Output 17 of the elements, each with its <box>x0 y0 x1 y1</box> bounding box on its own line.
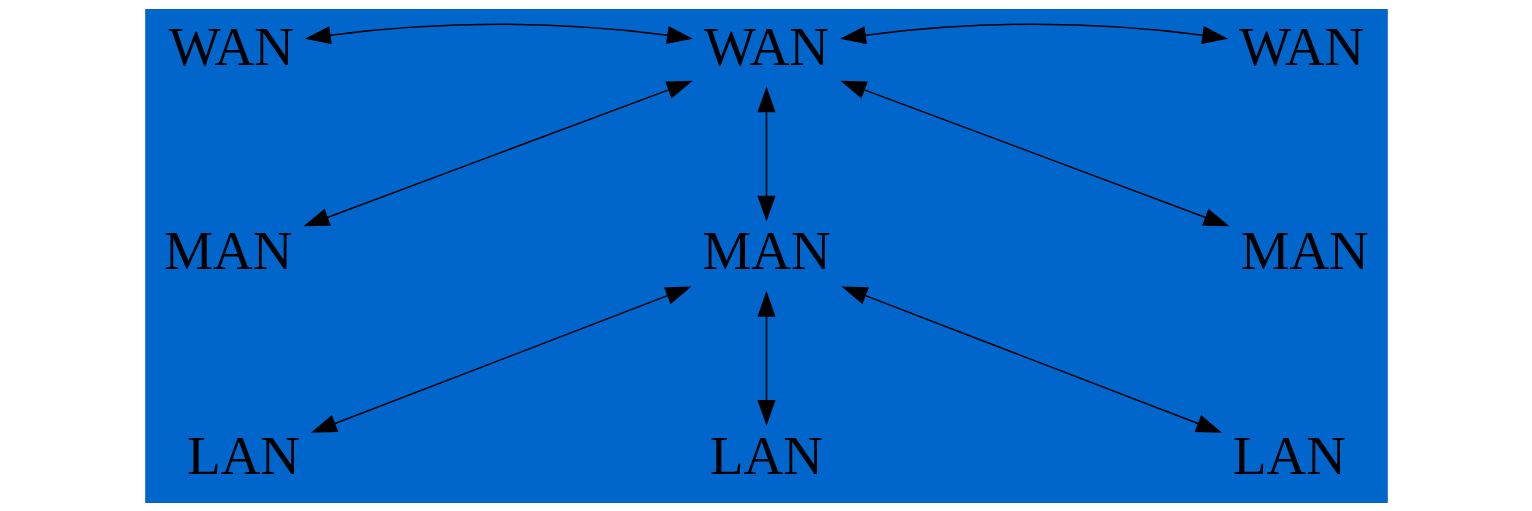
arrow <box>839 80 1230 226</box>
node-text: WAN <box>1238 15 1364 77</box>
node-text: WAN <box>703 15 829 77</box>
node-text: LAN <box>186 424 300 486</box>
node-text: WAN <box>168 15 294 77</box>
node-text: MAN <box>1240 219 1369 281</box>
arrow <box>756 290 776 426</box>
node-text: LAN <box>1232 424 1346 486</box>
arrow <box>839 23 1228 44</box>
node-text: MAN <box>701 219 831 281</box>
node-text: LAN <box>709 424 823 486</box>
arrow <box>304 23 693 44</box>
arrow <box>310 285 691 433</box>
node-text: MAN <box>163 219 292 281</box>
arrow <box>302 80 693 226</box>
arrow <box>841 285 1222 433</box>
arrow <box>756 85 776 222</box>
